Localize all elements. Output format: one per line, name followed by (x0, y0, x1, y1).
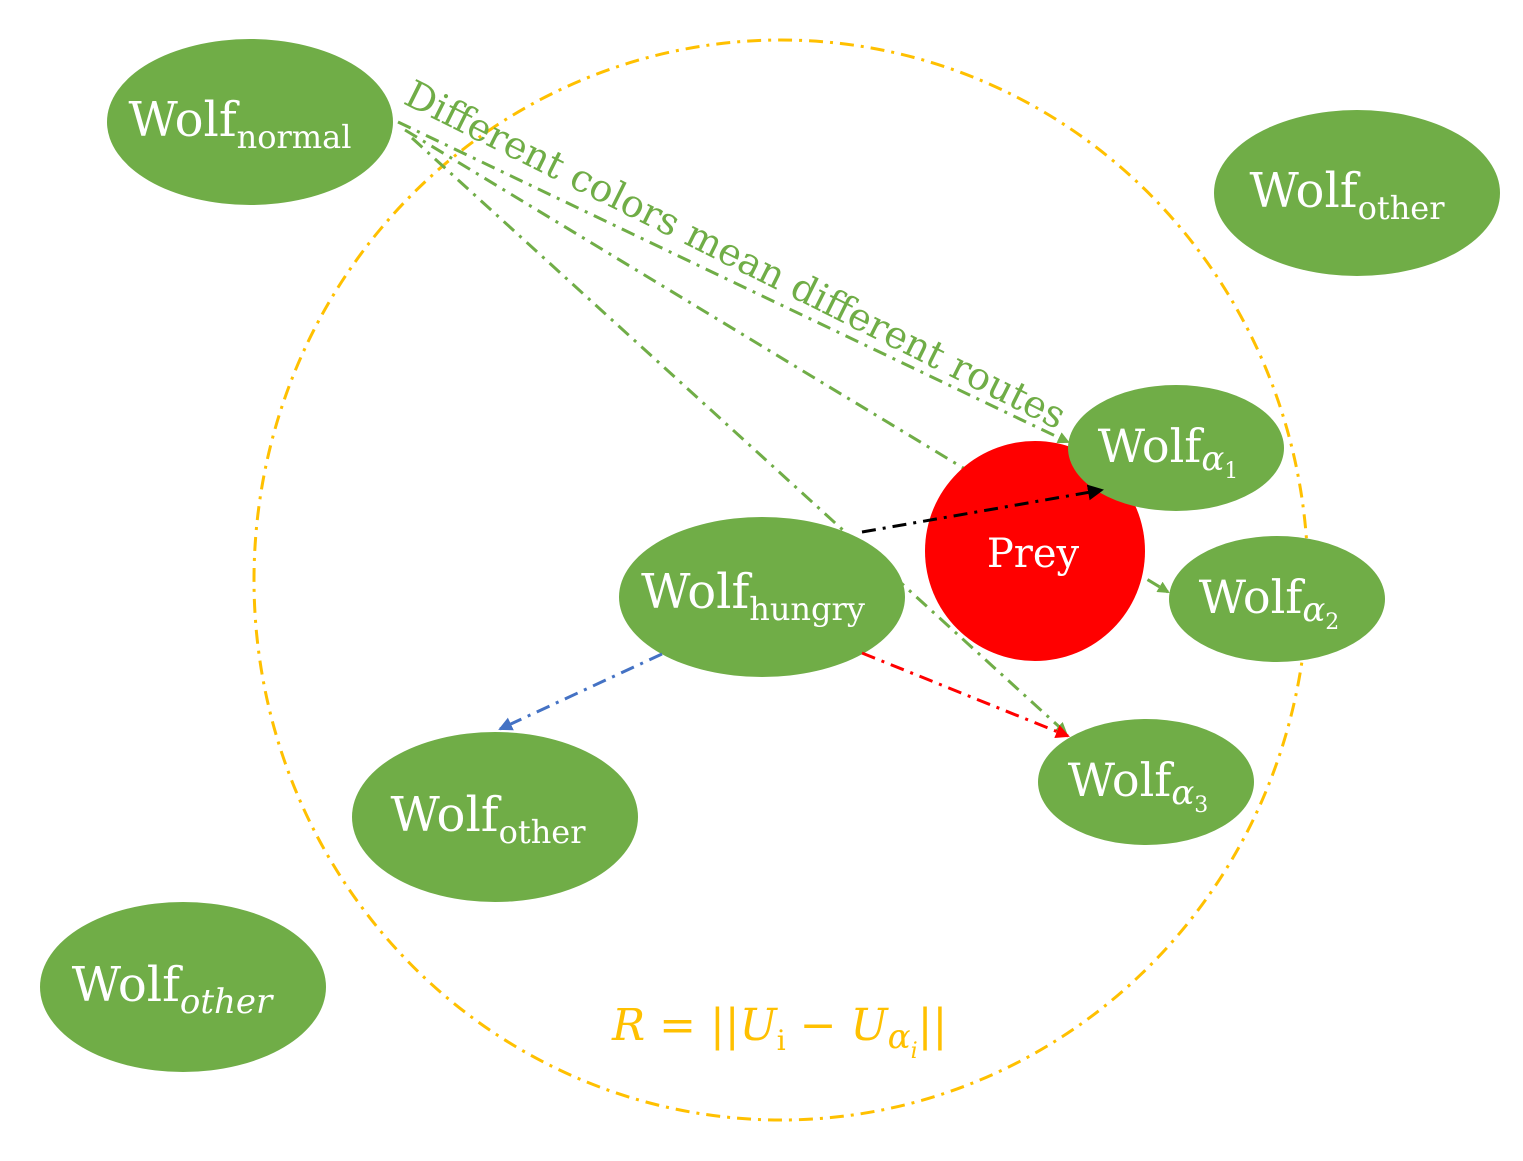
wolf-other-bottomleft-label: Wolfother (72, 957, 274, 1022)
formula-close: || (918, 1000, 948, 1051)
wolf-other-bottomleft-base: Wolf (72, 957, 183, 1013)
wolf-alpha2-sub: α (1302, 590, 1325, 630)
wolf-alpha2-base: Wolf (1199, 570, 1306, 624)
wolf-alpha1-subsub: 1 (1224, 459, 1238, 484)
route-hungry-to-alpha3 (861, 651, 1070, 739)
radius-formula: R = ||Ui − Uαi|| (611, 1000, 947, 1064)
wolf-normal-base: Wolf (129, 92, 240, 148)
formula-u2-sub: α (888, 1017, 911, 1057)
formula-u2-subsub: i (911, 1039, 918, 1064)
route-normal-to-alpha3 (410, 136, 1068, 735)
formula-u1: U (740, 1000, 779, 1051)
wolf-other-bottomleft-node (40, 902, 326, 1072)
wolf-other-topright-base: Wolf (1249, 163, 1360, 219)
wolf-alpha1-node (1068, 385, 1284, 511)
wolf-normal-node (107, 39, 393, 205)
wolf-other-topright-sub: other (1358, 189, 1446, 227)
wolf-alpha2-node (1169, 536, 1385, 662)
route-normal-to-alpha2 (404, 128, 1170, 594)
wolf-normal-sub: normal (237, 118, 352, 156)
wolf-other-middle-label: Wolfother (390, 787, 586, 851)
wolf-hungry-sub: hungry (749, 590, 865, 628)
green-routes (397, 120, 1170, 735)
wolf-hungry-base: Wolf (641, 564, 752, 620)
wolf-other-topright-node (1214, 110, 1500, 276)
route-hungry-to-alpha1 (861, 484, 1104, 534)
wolf-alpha3-subsub: 3 (1194, 793, 1208, 818)
formula-u2: U (851, 1000, 890, 1051)
wolf-normal-label: Wolfnormal (129, 92, 352, 156)
wolf-alpha1-label: Wolfα1 (1098, 419, 1239, 484)
formula-u1-sub: i (777, 1024, 786, 1057)
wolf-alpha2-label: Wolfα2 (1199, 570, 1340, 635)
formula-eq: = || (645, 1000, 740, 1051)
wolf-alpha3-base: Wolf (1068, 753, 1175, 807)
wolf-alpha1-sub: α (1201, 439, 1224, 479)
formula-minus: − (786, 1000, 851, 1051)
wolf-alpha3-label: Wolfα3 (1068, 753, 1209, 818)
wolf-other-middle-node (352, 732, 638, 902)
wolf-alpha2-subsub: 2 (1325, 610, 1339, 635)
wolf-alpha3-node (1038, 719, 1254, 845)
wolf-hungry-node (619, 517, 905, 677)
prey-label: Prey (987, 531, 1080, 577)
wolf-other-middle-sub: other (499, 813, 587, 851)
wolf-alpha1-base: Wolf (1098, 419, 1205, 473)
wolf-hungry-label: Wolfhungry (641, 564, 865, 628)
wolf-alpha3-sub: α (1171, 773, 1194, 813)
formula-r: R (611, 1000, 645, 1051)
wolf-other-topright-label: Wolfother (1249, 163, 1445, 227)
wolf-other-bottomleft-sub: other (180, 982, 274, 1022)
wolf-other-middle-base: Wolf (390, 787, 501, 843)
routes-note: Different colors mean different routes (398, 72, 1073, 438)
route-hungry-to-other (498, 652, 663, 731)
